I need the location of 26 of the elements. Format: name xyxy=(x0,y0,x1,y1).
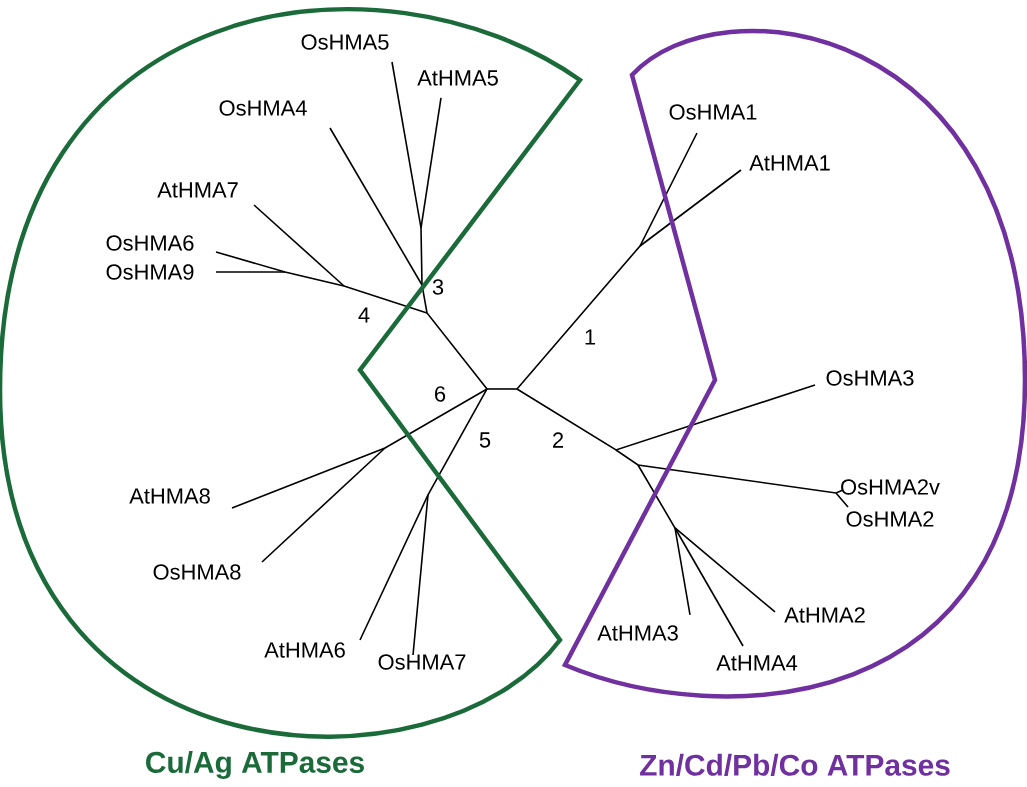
leaf-label: AtHMA5 xyxy=(417,70,498,86)
branch-number: 5 xyxy=(479,432,491,448)
leaf-label: AtHMA8 xyxy=(129,488,210,504)
leaf-label: AtHMA6 xyxy=(264,642,345,658)
leaf-label: AtHMA2 xyxy=(784,607,865,623)
branch-number: 3 xyxy=(432,279,444,295)
leaf-label: OsHMA4 xyxy=(219,100,307,116)
branch-number: 1 xyxy=(585,329,596,345)
leaf-label: OsHMA7 xyxy=(378,654,466,670)
leaf-label: OsHMA6 xyxy=(106,235,194,251)
leaf-label: OsHMA2v xyxy=(841,479,940,495)
leaf-label: AtHMA7 xyxy=(157,182,238,198)
leaf-label: AtHMA1 xyxy=(749,155,830,171)
node-label: Cu/Ag ATPases xyxy=(146,750,364,779)
leaf-label: OsHMA1 xyxy=(669,104,757,120)
leaf-label: OsHMA8 xyxy=(153,564,241,580)
branch-number: 6 xyxy=(435,386,446,402)
leaf-label: OsHMA3 xyxy=(826,370,914,386)
leaf-label: AtHMA4 xyxy=(716,655,798,671)
leaf-label: OsHMA2 xyxy=(846,511,934,527)
branch-number: 2 xyxy=(553,432,563,448)
leaf-label: AtHMA3 xyxy=(597,625,678,641)
leaf-label: OsHMA9 xyxy=(106,264,194,280)
branch-number: 4 xyxy=(358,307,370,323)
node-label: Zn/Cd/Pb/Co ATPases xyxy=(640,753,950,777)
leaf-label: OsHMA5 xyxy=(301,34,389,50)
